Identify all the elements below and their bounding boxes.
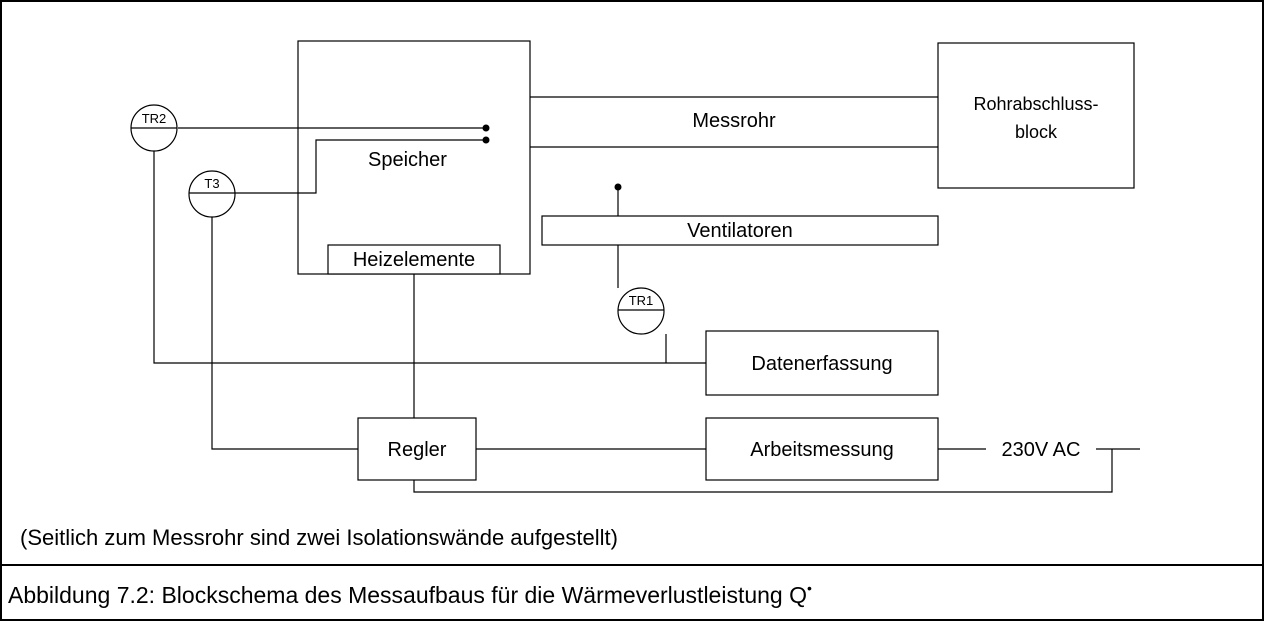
arbeitsmessung-block: Arbeitsmessung bbox=[705, 417, 939, 481]
rohrabschluss-label-line1: Rohrabschluss- bbox=[973, 94, 1098, 114]
wiring bbox=[153, 96, 1140, 493]
junction-dots bbox=[482, 124, 622, 191]
sensor-tr1: TR1 bbox=[617, 287, 665, 335]
caption-superscript: • bbox=[807, 580, 812, 596]
heizelemente-block: Heizelemente bbox=[327, 244, 501, 275]
supply-label: 230V AC bbox=[1002, 439, 1081, 461]
sensor-tr1-label: TR1 bbox=[629, 293, 654, 308]
caption-text: Abbildung 7.2: Blockschema des Messaufba… bbox=[8, 582, 807, 608]
regler-label: Regler bbox=[388, 439, 447, 461]
rohrabschluss-block: Rohrabschluss- block bbox=[937, 42, 1135, 189]
ventilatoren-label: Ventilatoren bbox=[687, 220, 793, 242]
sensor-t3-label: T3 bbox=[204, 176, 219, 191]
datenerfassung-label: Datenerfassung bbox=[751, 353, 892, 375]
sensor-t3: T3 bbox=[188, 170, 236, 218]
datenerfassung-block: Datenerfassung bbox=[705, 330, 939, 396]
speicher-block: Speicher bbox=[297, 40, 531, 275]
ventilatoren-block: Ventilatoren bbox=[541, 215, 939, 246]
arbeitsmessung-label: Arbeitsmessung bbox=[750, 439, 893, 461]
note-text: (Seitlich zum Messrohr sind zwei Isolati… bbox=[20, 525, 618, 550]
speicher-label: Speicher bbox=[368, 149, 447, 171]
regler-block: Regler bbox=[357, 417, 477, 481]
sensor-tr2: TR2 bbox=[130, 104, 178, 152]
figure-caption: Abbildung 7.2: Blockschema des Messaufba… bbox=[8, 580, 812, 608]
sensor-tr2-label: TR2 bbox=[142, 111, 167, 126]
heizelemente-label: Heizelemente bbox=[353, 249, 475, 271]
messrohr-label: Messrohr bbox=[692, 110, 776, 132]
rohrabschluss-label-line2: block bbox=[1015, 122, 1058, 142]
